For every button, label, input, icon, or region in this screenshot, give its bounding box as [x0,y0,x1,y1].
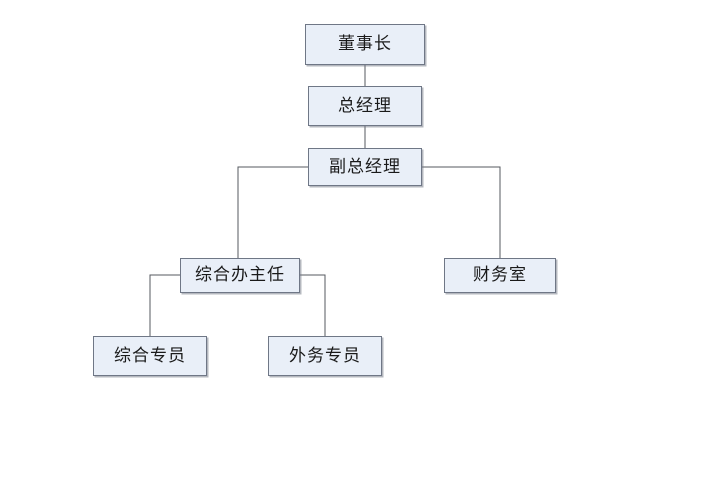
edge-deputy-to-general-office-director [237,166,308,258]
node-general-specialist-label: 综合专员 [114,345,186,366]
node-general-manager-label: 总经理 [338,95,392,116]
edge-director-to-external-specialist [300,274,326,336]
node-external-affairs-specialist-label: 外务专员 [289,345,361,366]
edge-deputy-to-finance-office [422,166,501,258]
node-general-office-director[interactable]: 综合办主任 [180,258,300,293]
node-general-office-director-label: 综合办主任 [195,265,285,285]
node-chairman-label: 董事长 [338,34,392,54]
node-deputy-general-manager[interactable]: 副总经理 [308,148,422,186]
edge-director-to-general-specialist [149,274,180,336]
node-general-manager[interactable]: 总经理 [308,86,422,126]
node-finance-office[interactable]: 财务室 [444,258,556,293]
node-external-affairs-specialist[interactable]: 外务专员 [268,336,382,376]
node-finance-office-label: 财务室 [473,265,527,285]
node-general-specialist[interactable]: 综合专员 [93,336,207,376]
node-chairman[interactable]: 董事长 [305,24,425,65]
node-deputy-general-manager-label: 副总经理 [329,156,401,177]
